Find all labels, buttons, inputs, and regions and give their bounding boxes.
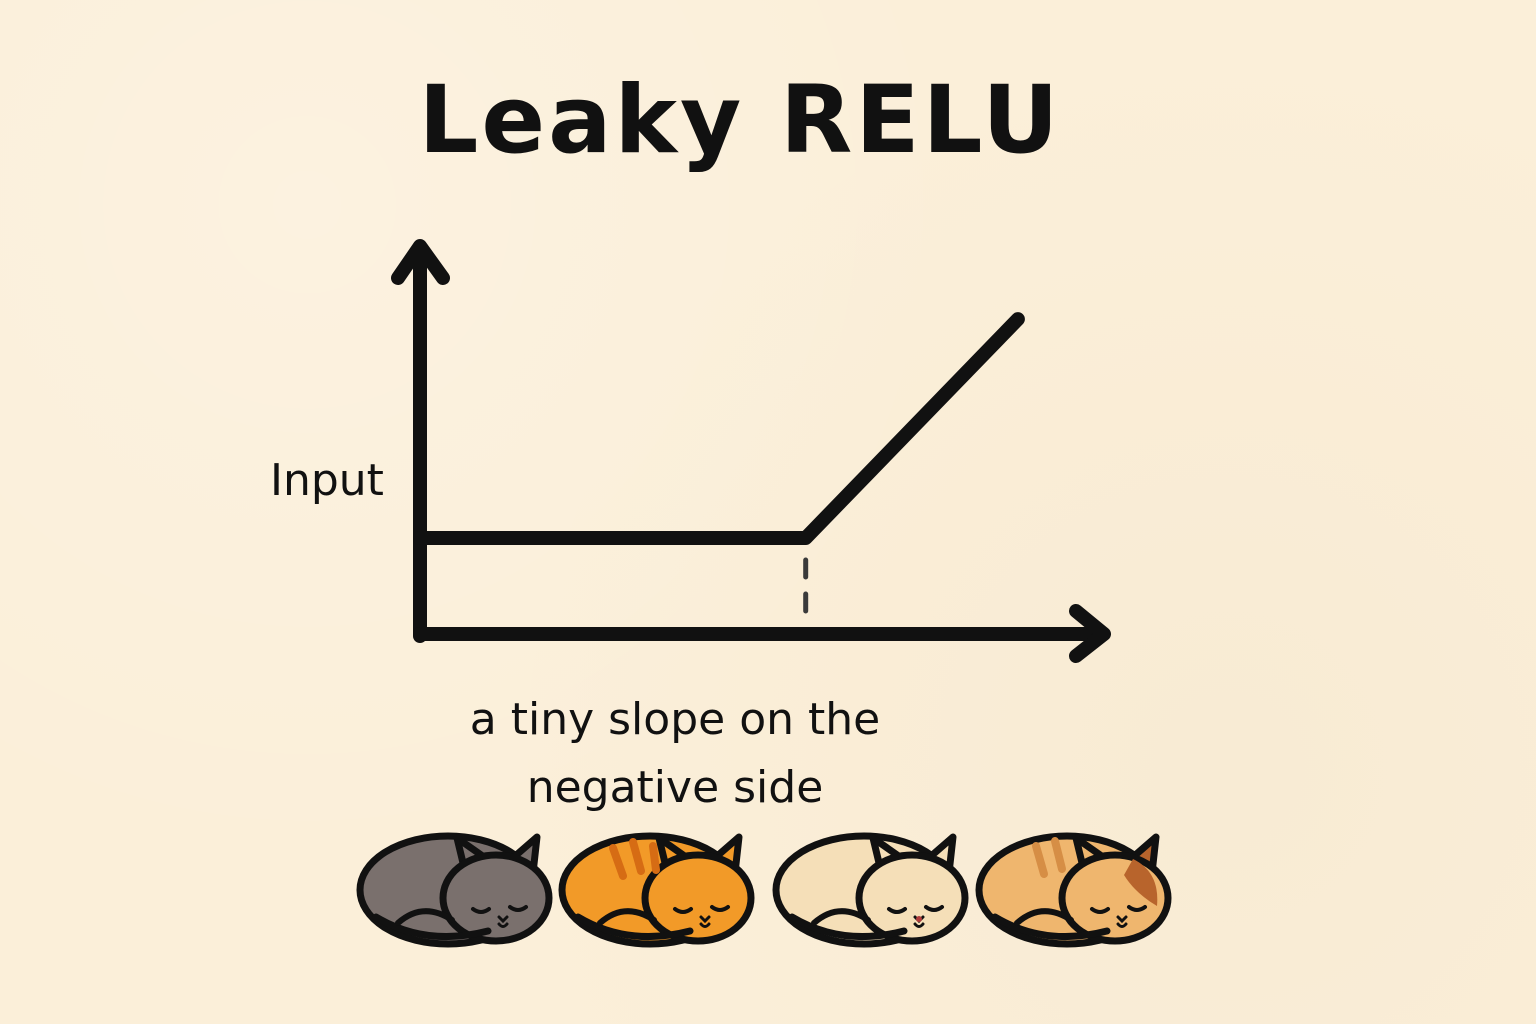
calico-sleeping-cat-icon — [975, 832, 1172, 948]
diagram-title: Leaky RELU — [418, 66, 1062, 175]
orange-sleeping-cat-icon — [558, 832, 755, 948]
leaky-relu-line — [413, 312, 1025, 545]
note-line-2: negative side — [526, 762, 824, 813]
negative-side-note: a tiny slope on the negative side — [380, 686, 970, 822]
y-axis-label: Input — [270, 455, 384, 506]
note-line-1: a tiny slope on the — [469, 694, 881, 745]
gray-sleeping-cat-icon — [356, 832, 553, 948]
x-axis-arrow-head — [1069, 604, 1111, 663]
cream-sleeping-cat-icon — [772, 832, 969, 948]
y-axis-arrow-head — [391, 239, 450, 285]
